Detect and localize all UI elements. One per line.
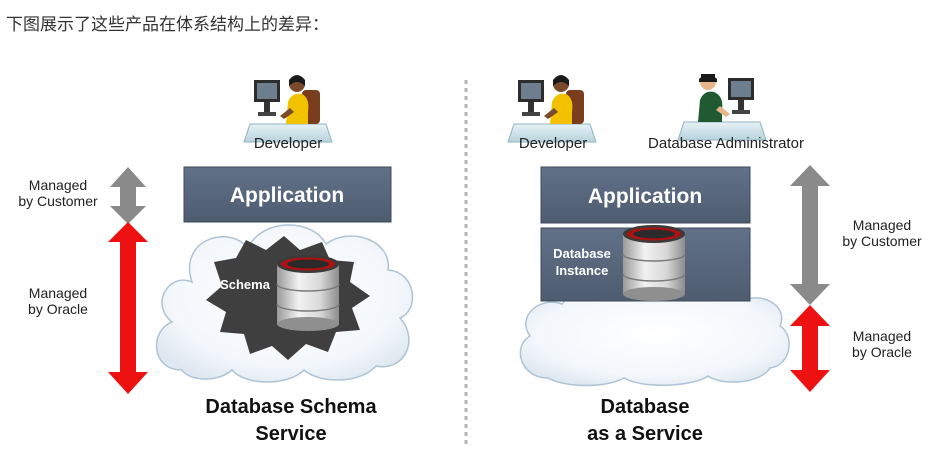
intro-text: 下图展示了这些产品在体系结构上的差异： [6,15,329,35]
left-managed-oracle-line2: by Oracle [28,301,88,317]
left-application-label: Application [230,184,344,207]
left-customer-arrow [110,167,146,224]
left-developer-label: Developer [254,135,322,152]
right-oracle-arrow [790,305,830,392]
left-managed-oracle-line1: Managed [29,285,87,301]
dba-label: Database Administrator [648,135,804,152]
right-title-line2: as a Service [587,423,703,445]
instance-label-line1: Database [553,246,611,261]
right-application-label: Application [588,185,702,208]
right-database-cylinder-icon [622,224,686,302]
right-developer-at-computer-icon [507,74,597,143]
right-title-line1: Database [601,396,690,418]
right-customer-arrow [790,165,830,305]
left-title-line1: Database Schema [205,396,377,418]
right-managed-customer-line1: Managed [853,217,911,233]
right-managed-customer-line2: by Customer [842,233,922,249]
right-cloud-icon [519,291,790,387]
left-oracle-arrow [108,222,148,394]
left-managed-customer-line1: Managed [29,177,87,193]
administrator-at-computer-icon [677,73,767,141]
instance-label-line2: Instance [556,263,609,278]
left-application-box [183,166,392,223]
right-managed-oracle-line2: by Oracle [852,344,912,360]
schema-label: Schema [220,277,271,292]
left-managed-customer-line2: by Customer [18,193,98,209]
developer-at-computer-icon [243,74,333,143]
right-developer-label: Developer [519,135,587,152]
left-title-line2: Service [255,423,326,445]
left-database-cylinder-icon [276,254,340,332]
right-managed-oracle-line1: Managed [853,328,911,344]
right-application-box [540,166,751,224]
